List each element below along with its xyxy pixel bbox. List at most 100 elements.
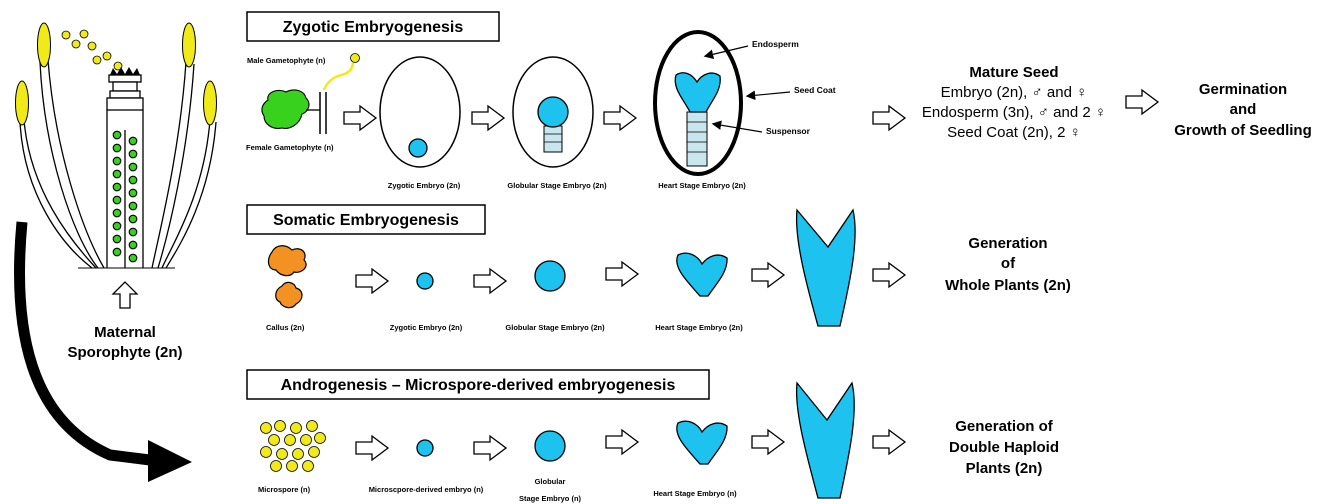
arrow-icon	[474, 269, 506, 293]
zygotic-embryo	[409, 139, 427, 157]
arrow-icon	[752, 430, 784, 454]
ovule-dot	[113, 157, 121, 165]
callus-label: Callus (2n)	[266, 323, 305, 332]
arrow-icon	[873, 263, 905, 287]
ovule-dot	[113, 209, 121, 217]
flower-illustration: Maternal Sporophyte (2n)	[16, 23, 217, 361]
andro-globular-line1: Globular	[535, 477, 566, 486]
ovule-dot	[113, 222, 121, 230]
anther	[16, 81, 29, 125]
torpedo-embryo	[797, 383, 855, 498]
microspore-embryo	[417, 440, 433, 456]
arrow-icon	[606, 262, 638, 286]
globular-embryo	[535, 261, 565, 291]
arrow-icon	[474, 436, 506, 460]
germination-line3: Growth of Seedling	[1174, 122, 1312, 139]
globular-embryo	[538, 97, 568, 127]
arrow-icon	[873, 106, 905, 130]
zygotic-title: Zygotic Embryogenesis	[283, 19, 464, 36]
arrow-icon	[356, 269, 388, 293]
androgenesis-section: Androgenesis – Microspore-derived embryo…	[247, 370, 1059, 503]
ovule-dot	[129, 215, 137, 223]
andro-generation-line3: Plants (2n)	[966, 460, 1043, 477]
pollen-grains	[62, 30, 122, 70]
mature-seed-line2: Endosperm (3n), ♂ and 2 ♀	[922, 104, 1106, 121]
andro-heart-label: Heart Stage Embryo (n)	[653, 489, 737, 498]
microspore	[307, 421, 318, 432]
callus	[276, 282, 302, 307]
zygotic-embryo-label: Zygotic Embryo (2n)	[388, 181, 461, 190]
ovule-dot	[113, 170, 121, 178]
heart-embryo	[677, 253, 727, 296]
microspore	[277, 449, 288, 460]
ovule-dot	[129, 202, 137, 210]
andro-globular-line2: Stage Embryo (n)	[519, 494, 582, 503]
microspore	[287, 461, 298, 472]
germination-line2: and	[1230, 101, 1257, 118]
microspore	[261, 423, 272, 434]
up-arrow-icon	[113, 282, 137, 308]
torpedo-embryo	[797, 210, 856, 326]
microspore	[309, 447, 320, 458]
pistil	[107, 67, 143, 268]
arrow-icon	[1126, 90, 1158, 114]
somatic-zygotic-embryo-label: Zygotic Embryo (2n)	[390, 323, 463, 332]
ovule-dot	[129, 163, 137, 171]
androgenesis-title: Androgenesis – Microspore-derived embryo…	[281, 377, 676, 394]
suspensor-label: Suspensor	[766, 126, 811, 136]
heart-embryo-label: Heart Stage Embryo (2n)	[658, 181, 746, 190]
heart-embryo	[677, 421, 727, 464]
microspore	[315, 433, 326, 444]
mature-seed-line3: Seed Coat (2n), 2 ♀	[947, 124, 1081, 141]
microspore-cluster	[261, 421, 326, 472]
microspore	[271, 461, 282, 472]
anther	[38, 23, 51, 67]
arrow-icon	[472, 106, 504, 130]
globular-embryo	[535, 431, 565, 461]
microspore	[261, 447, 272, 458]
ovule-dot	[113, 144, 121, 152]
maternal-label-line2: Sporophyte (2n)	[68, 344, 183, 361]
ovule-dot	[129, 241, 137, 249]
endosperm-label: Endosperm	[752, 39, 799, 49]
somatic-globular-label: Globular Stage Embryo (2n)	[505, 323, 605, 332]
maternal-label-line1: Maternal	[94, 324, 156, 341]
globular-embryo-label: Globular Stage Embryo (2n)	[507, 181, 607, 190]
male-gametophyte	[351, 54, 360, 63]
microspore	[293, 449, 304, 460]
microspore-label: Microspore (n)	[258, 485, 311, 494]
microspore-embryo-label: Microscpore-derived embryo (n)	[369, 485, 484, 494]
microspore	[291, 423, 302, 434]
ovule-dot	[129, 228, 137, 236]
seed-coat-label: Seed Coat	[794, 85, 836, 95]
microspore	[303, 461, 314, 472]
ovule-dot	[129, 137, 137, 145]
female-gametophyte	[262, 90, 309, 128]
microspore	[301, 435, 312, 446]
somatic-generation-line3: Whole Plants (2n)	[945, 277, 1071, 294]
suspensor	[687, 112, 707, 166]
microspore	[285, 435, 296, 446]
arrow-icon	[356, 436, 388, 460]
anther	[183, 23, 196, 67]
somatic-section: Somatic Embryogenesis Callus (2n) Zygoti…	[247, 205, 1071, 332]
microspore	[269, 435, 280, 446]
ovule-dot	[129, 189, 137, 197]
zygotic-embryo	[417, 273, 433, 289]
mature-seed-title: Mature Seed	[969, 64, 1058, 81]
callus	[269, 246, 307, 276]
somatic-title: Somatic Embryogenesis	[273, 212, 459, 229]
ovule-dot	[113, 248, 121, 256]
ovule-dot	[113, 235, 121, 243]
microspore	[275, 421, 286, 432]
mature-seed-line1: Embryo (2n), ♂ and ♀	[941, 84, 1088, 101]
anther	[204, 81, 217, 125]
female-gametophyte-label: Female Gametophyte (n)	[246, 143, 334, 152]
arrow-icon	[344, 106, 376, 130]
somatic-generation-line1: Generation	[968, 235, 1047, 252]
ovule-dot	[129, 176, 137, 184]
ovule-dot	[113, 183, 121, 191]
arrow-icon	[606, 430, 638, 454]
arrow-icon	[873, 430, 905, 454]
